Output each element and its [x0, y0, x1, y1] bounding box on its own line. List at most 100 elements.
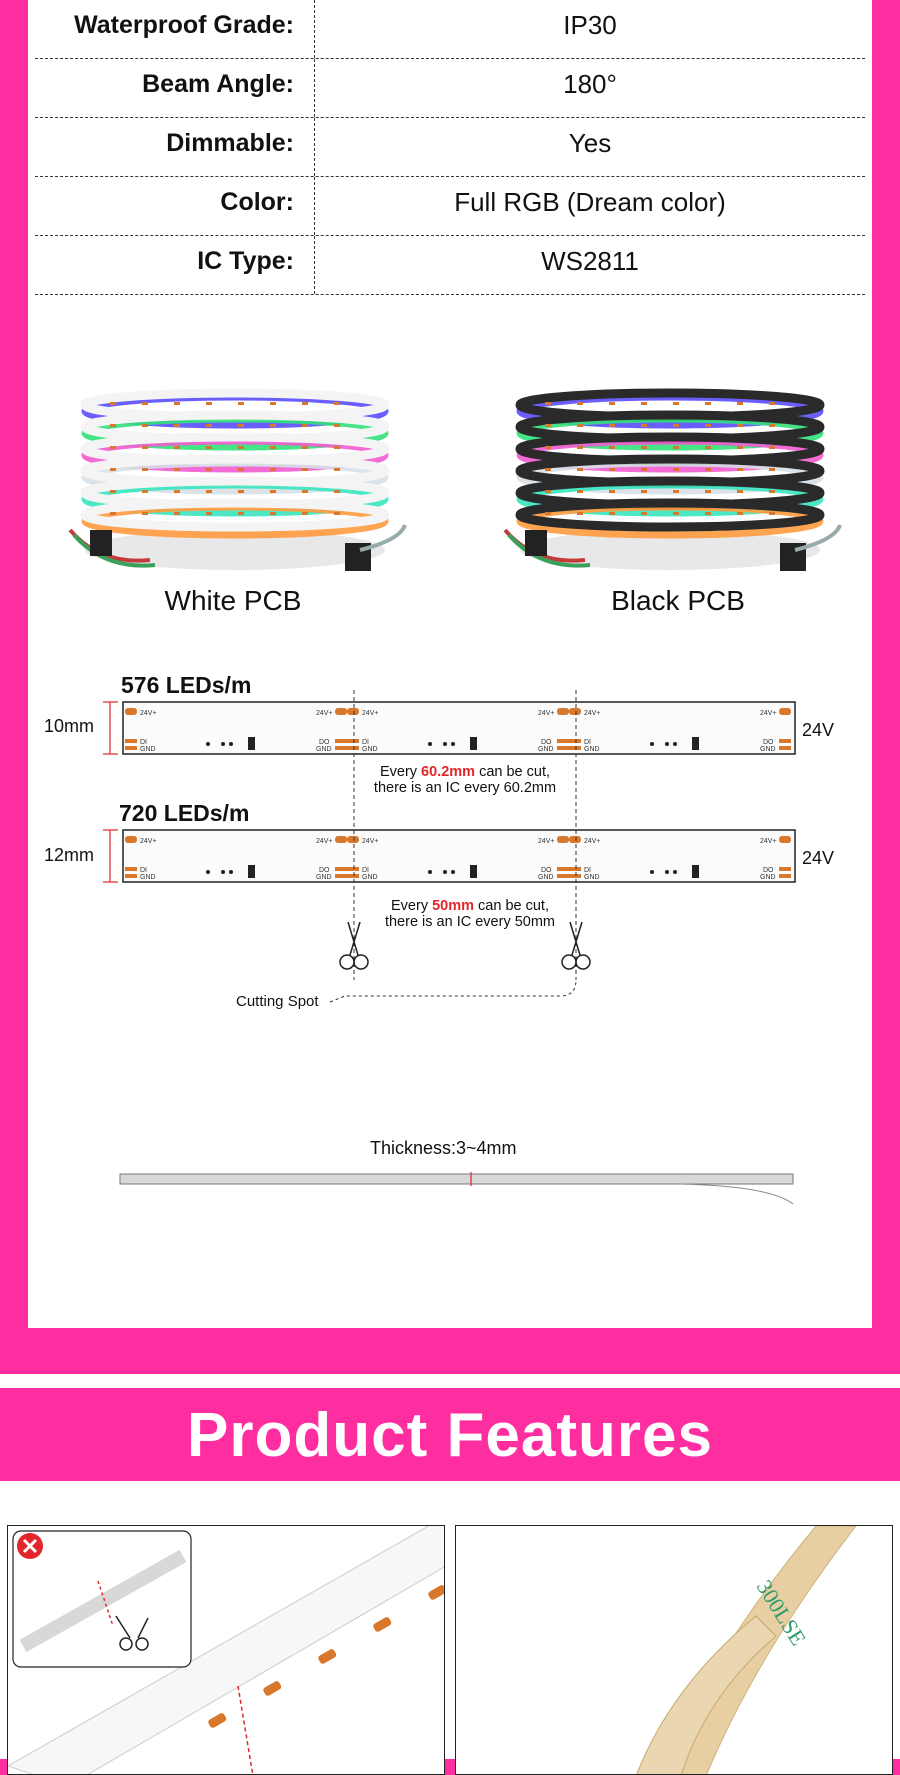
- led-pad: [641, 512, 647, 515]
- strip-diagram: 24V+DIGND24V+DOGND24V+DIGND24V+DOGND24V+…: [103, 690, 796, 1003]
- led-pad: [238, 402, 244, 405]
- led-pad: [641, 468, 647, 471]
- solder-pad: [373, 1617, 392, 1632]
- component: [206, 742, 210, 746]
- solder-pad: [569, 746, 581, 750]
- led-pad: [769, 446, 775, 449]
- component: [650, 870, 654, 874]
- led-pad: [705, 490, 711, 493]
- led-pad: [142, 490, 148, 493]
- scissors-icon: [571, 921, 583, 956]
- pad-label: GND: [538, 874, 554, 881]
- spec-label: Color:: [35, 177, 315, 235]
- spec-row: Color:Full RGB (Dream color): [35, 177, 865, 236]
- thickness-diagram: [119, 1172, 794, 1205]
- solder-pad: [125, 874, 137, 878]
- pad-label: DI: [140, 739, 147, 746]
- pad-label: DI: [584, 739, 591, 746]
- led-pad: [673, 424, 679, 427]
- led-pad: [609, 446, 615, 449]
- solder-pad: [779, 836, 791, 843]
- led-pad: [238, 512, 244, 515]
- wire: [359, 524, 407, 552]
- solder-pad: [428, 1585, 444, 1600]
- led-pad: [142, 512, 148, 515]
- strip2-voltage-label: 24V: [802, 848, 835, 868]
- led-pad: [334, 512, 340, 515]
- pad-label: DO: [763, 867, 774, 874]
- solder-pad: [347, 739, 359, 743]
- scissors-icon: [135, 1637, 149, 1651]
- led-pad: [238, 468, 244, 471]
- solder-pad: [779, 746, 791, 750]
- led-pad: [206, 402, 212, 405]
- led-pad: [737, 468, 743, 471]
- solder-pad: [347, 874, 359, 878]
- led-pad: [110, 446, 116, 449]
- led-pad: [270, 468, 276, 471]
- led-pad: [577, 468, 583, 471]
- led-pad: [673, 490, 679, 493]
- led-pad: [577, 402, 583, 405]
- solder-pad: [335, 746, 347, 750]
- led-pad: [174, 468, 180, 471]
- led-pad: [673, 402, 679, 405]
- solder-pad: [335, 739, 347, 743]
- strip1-voltage-label: 24V: [802, 720, 835, 740]
- led-pad: [174, 446, 180, 449]
- pad-label: DO: [541, 867, 552, 874]
- ic-chip: [248, 865, 255, 878]
- led-pad: [673, 468, 679, 471]
- spec-label: Waterproof Grade:: [35, 0, 315, 58]
- led-pad: [142, 424, 148, 427]
- led-pad: [705, 468, 711, 471]
- pad-label: GND: [362, 746, 378, 753]
- feature-adhesive-image: 300LSE: [455, 1525, 893, 1775]
- led-pad: [737, 402, 743, 405]
- led-pad: [302, 468, 308, 471]
- connector: [525, 530, 547, 556]
- led-pad: [302, 512, 308, 515]
- led-pad: [110, 512, 116, 515]
- wire: [72, 533, 156, 568]
- pad-label: DO: [319, 867, 330, 874]
- strip1-width-label: 10mm: [44, 716, 95, 736]
- white-pcb-caption: White PCB: [164, 585, 302, 616]
- led-pad: [769, 468, 775, 471]
- features-title: Product Features: [187, 1401, 713, 1470]
- spec-label: IC Type:: [35, 236, 315, 294]
- solder-pad: [569, 874, 581, 878]
- led-pad: [302, 446, 308, 449]
- led-pad: [577, 446, 583, 449]
- solder-pad: [779, 739, 791, 743]
- led-pad: [673, 512, 679, 515]
- ic-chip: [470, 737, 477, 750]
- strip2-title: 720 LEDs/m: [119, 800, 250, 826]
- spec-label: Beam Angle:: [35, 59, 315, 117]
- led-pad: [577, 490, 583, 493]
- note-text: can be cut,: [474, 898, 549, 914]
- strip1-title: 576 LEDs/m: [121, 672, 252, 698]
- pad-label: DI: [362, 867, 369, 874]
- led-pad: [705, 424, 711, 427]
- solder-pad: [318, 1649, 337, 1664]
- pad-label: DI: [140, 867, 147, 874]
- led-pad: [270, 402, 276, 405]
- error-icon: [22, 1538, 38, 1554]
- thickness-label: Thickness:3~4mm: [370, 1138, 517, 1158]
- led-pad: [270, 446, 276, 449]
- inset-strip: [19, 1549, 187, 1653]
- led-pad: [545, 490, 551, 493]
- spec-label: Dimmable:: [35, 118, 315, 176]
- pad-label: 24V+: [538, 838, 555, 845]
- led-pad: [110, 402, 116, 405]
- led-pad: [769, 424, 775, 427]
- led-pad: [206, 446, 212, 449]
- led-pad: [174, 490, 180, 493]
- led-pad: [142, 402, 148, 405]
- pad-label: DO: [319, 739, 330, 746]
- solder-pad: [335, 874, 347, 878]
- led-pad: [705, 512, 711, 515]
- solder-pad: [335, 708, 347, 715]
